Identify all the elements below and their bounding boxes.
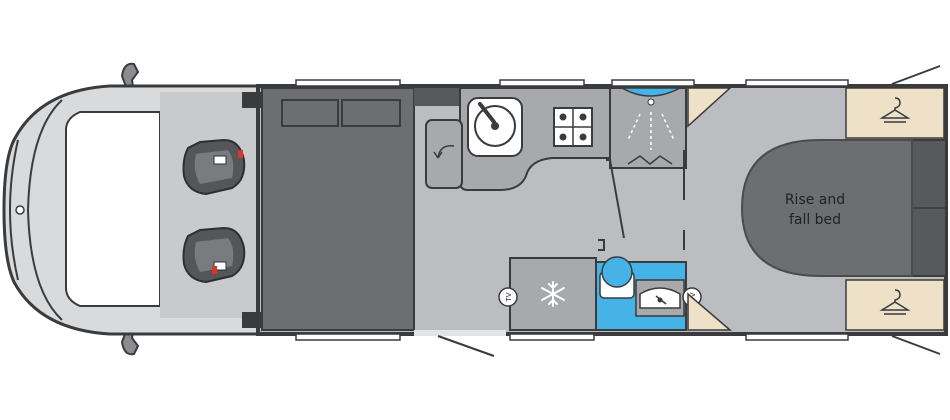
cab-floor bbox=[160, 92, 258, 318]
windscreen bbox=[65, 111, 161, 307]
door-swing-icon bbox=[891, 335, 941, 355]
seat-icon bbox=[182, 226, 246, 284]
bed-label-line1: Rise and bbox=[785, 192, 845, 208]
habitation: TV TV Rise and fall bed bbox=[242, 65, 948, 357]
washroom-tray bbox=[619, 87, 681, 97]
windows-bottom bbox=[295, 333, 849, 341]
kitchen-cupboard bbox=[425, 119, 463, 189]
pillow bbox=[281, 99, 339, 127]
badge bbox=[15, 205, 25, 215]
seat-icon bbox=[182, 138, 246, 196]
door-swing-icon bbox=[437, 335, 495, 357]
windows-top bbox=[295, 79, 849, 87]
door-swing-icon bbox=[437, 145, 455, 159]
rise-and-fall-bed bbox=[740, 139, 913, 277]
entrance-step bbox=[414, 330, 506, 336]
washroom-wall bbox=[606, 159, 625, 239]
corner-unit bbox=[687, 292, 733, 331]
pillow bbox=[341, 99, 401, 127]
washroom-wall bbox=[598, 239, 605, 251]
hanger-icon bbox=[879, 289, 911, 315]
bumper-line bbox=[8, 139, 19, 281]
shower-enclosure bbox=[609, 87, 687, 169]
shower-icon bbox=[627, 112, 675, 150]
sink-icon bbox=[639, 287, 681, 309]
bonnet-line bbox=[26, 99, 63, 321]
door-swing-icon bbox=[891, 65, 941, 85]
wardrobe-bottom bbox=[845, 279, 945, 331]
overhead-strip bbox=[414, 88, 460, 106]
corner-unit bbox=[687, 87, 732, 128]
hanger-icon bbox=[879, 97, 911, 123]
snowflake-icon bbox=[541, 281, 565, 307]
sink-icon bbox=[467, 97, 523, 157]
bed-label-line2: fall bed bbox=[789, 212, 841, 228]
wardrobe-top bbox=[845, 87, 945, 139]
cab-section bbox=[2, 62, 260, 356]
toilet-icon bbox=[599, 256, 635, 299]
fridge-unit bbox=[509, 257, 597, 331]
front-bed bbox=[261, 87, 415, 331]
tv-icon: TV bbox=[498, 287, 518, 307]
hob-icon bbox=[553, 107, 593, 147]
tv-label: TV bbox=[505, 292, 513, 302]
